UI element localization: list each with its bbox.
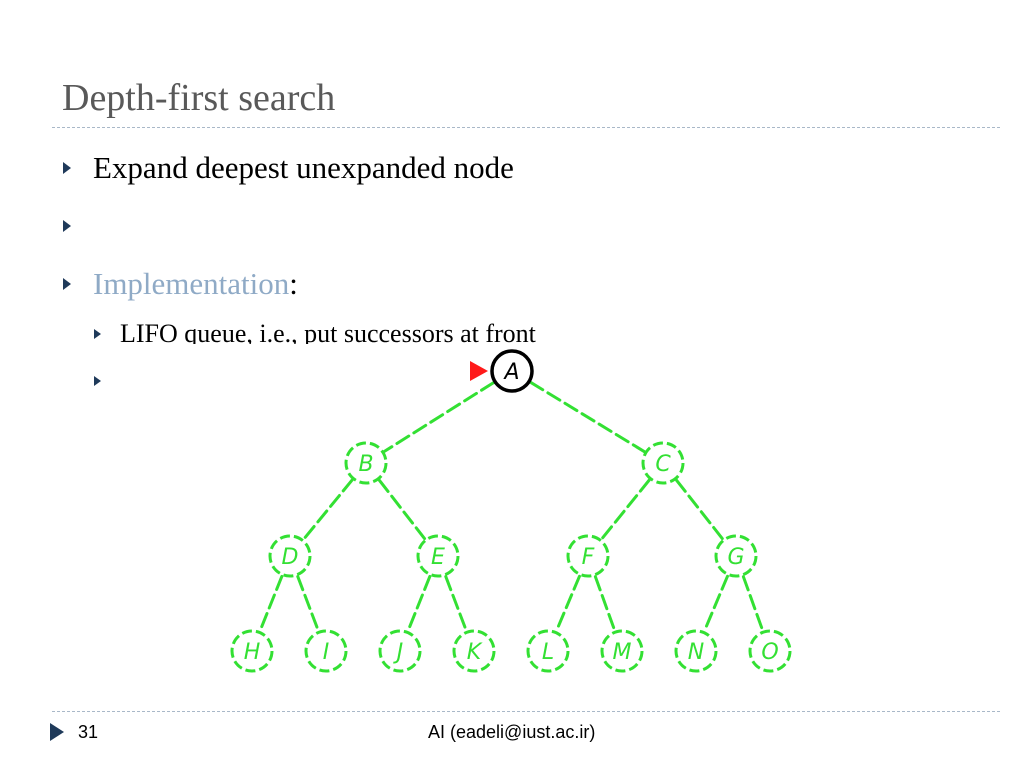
tree-node-K: K [452, 629, 496, 673]
tree-node-circle [526, 629, 570, 673]
tree-edge-G-O [741, 575, 765, 632]
tree-node-D: D [268, 534, 312, 578]
tree-node-L: L [526, 629, 570, 673]
slide-title: Depth-first search [62, 77, 336, 119]
footer-arrow-icon [50, 723, 64, 741]
tree-node-label: O [761, 640, 778, 665]
tree-node-label: D [282, 545, 299, 570]
tree-node-M: M [600, 629, 644, 673]
tree-node-G: G [714, 534, 758, 578]
tree-node-label: E [431, 545, 445, 570]
tree-node-circle [748, 629, 792, 673]
tree-node-circle [674, 629, 718, 673]
current-node-marker-icon [470, 361, 488, 381]
tree-node-circle [452, 629, 496, 673]
tree-node-circle [304, 629, 348, 673]
tree-edge-A-B [383, 381, 495, 453]
tree-node-circle [268, 534, 312, 578]
tree-edge-A-C [529, 380, 646, 454]
sub-bullet-lifo [94, 317, 101, 351]
page-number: 31 [78, 722, 99, 742]
tree-node-J: J [378, 629, 422, 673]
footer-credit: AI (eadeli@iust.ac.ir) [428, 722, 596, 742]
tree-edge-C-F [600, 478, 651, 541]
tree-edge-D-H [258, 574, 284, 633]
title-divider [52, 127, 1000, 128]
tree-node-label: M [613, 640, 632, 665]
tree-edge-E-J [406, 574, 432, 633]
tree-node-circle [714, 534, 758, 578]
bullet-text: Expand deepest unexpanded node [93, 150, 514, 185]
tree-edge-E-K [444, 575, 468, 632]
bullet-implementation: Implementation: [63, 264, 298, 304]
tree-node-label: K [467, 640, 483, 665]
bullet-expand-deepest: Expand deepest unexpanded node [63, 148, 514, 188]
tree-node-label: A [502, 360, 519, 385]
tree-node-label: C [655, 452, 671, 477]
bullet-arrow-icon [63, 162, 71, 174]
bullet-empty [63, 206, 93, 246]
tree-edge-D-I [296, 575, 320, 632]
tree-node-I: I [304, 629, 348, 673]
tree-node-E: E [416, 534, 460, 578]
sub-bullet-empty [94, 364, 123, 398]
tree-node-circle [641, 441, 685, 485]
tree-node-O: O [748, 629, 792, 673]
bullet-arrow-icon [63, 278, 71, 290]
tree-edge-F-M [593, 575, 617, 632]
tree-edge-F-L [555, 574, 581, 633]
tree-edge-B-D [302, 478, 354, 541]
tree-node-circle [230, 629, 274, 673]
tree-node-C: C [641, 441, 685, 485]
tree-node-label: I [323, 640, 330, 665]
sub-bullet-clip: LIFO queue, i.e., put successors at fron… [120, 317, 536, 344]
tree-node-label: H [244, 640, 261, 665]
bullet-text-colon: : [289, 266, 298, 301]
tree-node-H: H [230, 629, 274, 673]
tree-node-label: F [582, 545, 595, 570]
tree-node-label: B [358, 452, 373, 477]
tree-node-label: L [542, 640, 554, 665]
tree-node-B: B [344, 441, 388, 485]
tree-edge-C-G [675, 478, 724, 541]
tree-node-label: N [688, 640, 704, 665]
tree-edge-B-E [377, 478, 427, 541]
tree-node-circle [566, 534, 610, 578]
implementation-link[interactable]: Implementation [93, 266, 290, 301]
tree-node-label: G [727, 545, 744, 570]
tree-node-circle [600, 629, 644, 673]
tree-node-F: F [566, 534, 610, 578]
sub-bullet-arrow-icon [94, 376, 101, 386]
sub-bullet-arrow-icon [94, 329, 101, 339]
tree-edge-G-N [703, 574, 729, 633]
tree-node-circle [378, 629, 422, 673]
tree-node-circle [416, 534, 460, 578]
bullet-text: Implementation: [93, 264, 298, 304]
bullet-arrow-icon [63, 220, 71, 232]
tree-node-label: J [393, 640, 404, 665]
sub-bullet-text: LIFO queue, i.e., put successors at fron… [120, 319, 536, 344]
footer-divider [52, 711, 1000, 712]
tree-node-A: A [490, 349, 534, 393]
tree-node-circle [490, 349, 534, 393]
tree-node-circle [344, 441, 388, 485]
tree-node-N: N [674, 629, 718, 673]
